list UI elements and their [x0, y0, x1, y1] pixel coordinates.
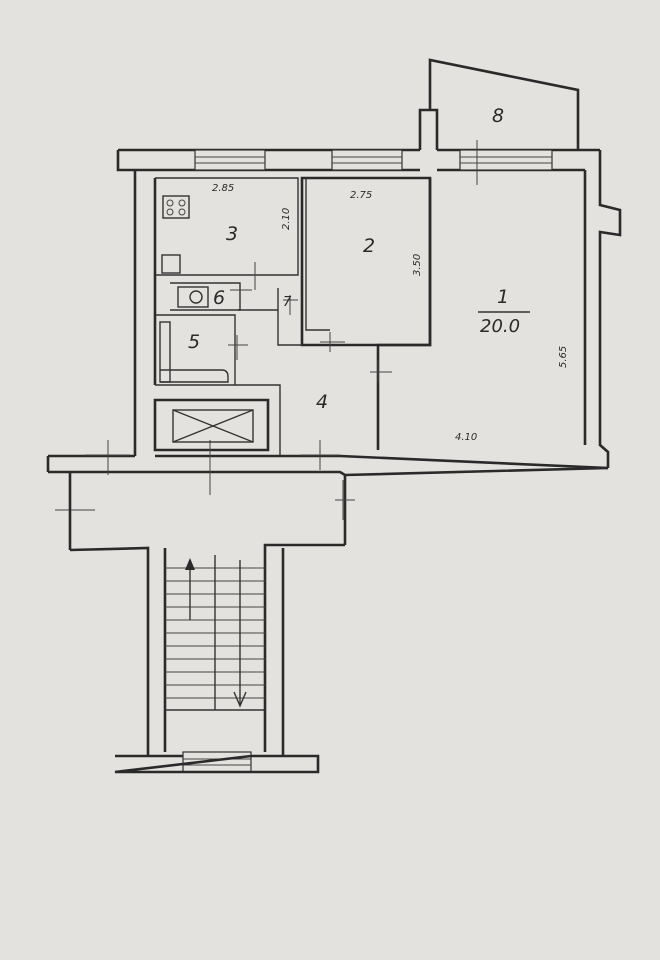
room-5-number: 5 — [188, 331, 200, 353]
stairs-up-arrow-icon — [185, 558, 195, 620]
room-3-length: 2.10 — [281, 208, 292, 230]
stove-icon — [162, 195, 190, 219]
toilet-icon — [177, 286, 209, 308]
bathtub-icon — [159, 321, 229, 383]
room-labels: 1 20.0 2 3 4 5 6 7 8 — [188, 105, 530, 413]
sink-icon — [161, 254, 181, 274]
outer-walls — [46, 148, 622, 545]
door-marks — [55, 140, 478, 540]
balcony — [418, 58, 580, 150]
room-7-number: 7 — [283, 295, 292, 310]
window-room1 — [459, 149, 553, 171]
dimension-labels: 4.10 5.65 2.75 3.50 2.85 2.10 — [212, 183, 569, 443]
room-1-width: 4.10 — [455, 432, 477, 443]
elevator-shaft-icon — [172, 409, 254, 443]
room-2-width: 2.75 — [350, 190, 372, 201]
room-2-length: 3.50 — [412, 254, 423, 276]
room-8-number: 8 — [492, 105, 504, 127]
room-4-number: 4 — [316, 391, 328, 413]
window-kitchen — [194, 149, 266, 171]
room-1-area: 20.0 — [480, 316, 520, 337]
room-3-width: 2.85 — [212, 183, 234, 194]
interior-walls — [153, 176, 432, 456]
stairs-down-arrow-icon — [233, 560, 247, 708]
room-2-number: 2 — [363, 235, 375, 257]
room-1-number: 1 — [497, 286, 509, 308]
stairwell — [68, 472, 345, 774]
room-3-number: 3 — [226, 223, 238, 245]
room-1-length: 5.65 — [558, 346, 569, 368]
window-room2 — [331, 149, 403, 171]
windows — [182, 149, 553, 773]
stair-treads — [165, 555, 265, 711]
room-6-number: 6 — [213, 287, 225, 309]
